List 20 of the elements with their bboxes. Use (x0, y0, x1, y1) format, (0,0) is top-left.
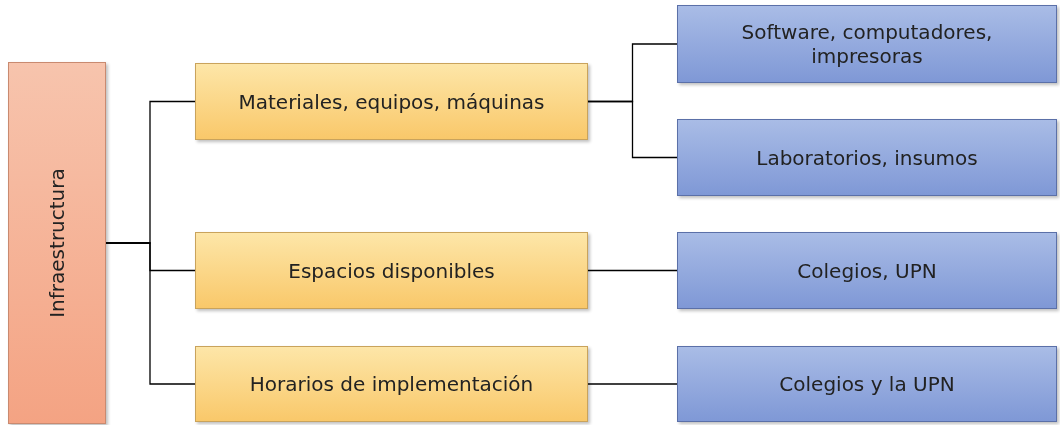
item-box (677, 232, 1057, 309)
item-box (195, 346, 588, 422)
box-label: Software, computadores, impresoras (740, 20, 994, 68)
connector-line (105, 242, 196, 385)
box-label: Laboratorios, insumos (756, 145, 978, 170)
box-label: Colegios, UPN (797, 258, 937, 283)
connector-line (587, 383, 678, 385)
connector-line (587, 100, 678, 159)
box-label: Infraestructura (45, 168, 69, 318)
item-box (677, 5, 1057, 83)
item-box (677, 346, 1057, 422)
item-box (195, 232, 588, 309)
box-label: Materiales, equipos, máquinas (238, 89, 545, 114)
box-label: Espacios disponibles (288, 258, 495, 283)
item-box (677, 119, 1057, 196)
box-label: Colegios y la UPN (779, 372, 955, 396)
item-box (195, 63, 588, 140)
box-label: Horarios de implementación (249, 372, 534, 396)
category-box (8, 62, 106, 424)
connector-line (587, 269, 678, 272)
